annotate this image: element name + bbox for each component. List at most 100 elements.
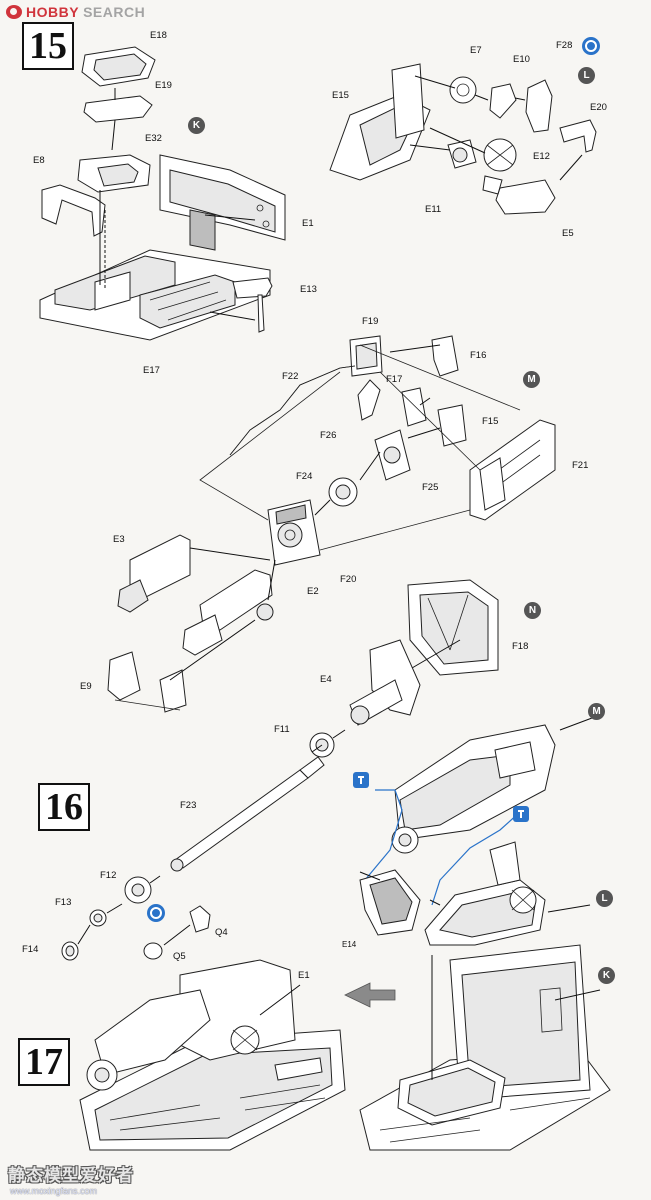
step-number-16: 16 [38, 783, 90, 831]
part-e20 [559, 119, 597, 153]
label-e11: E11 [425, 204, 442, 215]
part-e14 [359, 869, 421, 936]
label-f19: F19 [362, 316, 379, 327]
label-e8: E8 [33, 155, 45, 166]
part-f12 [124, 876, 152, 904]
label-f25: F25 [422, 482, 439, 493]
part-e2 [182, 569, 274, 656]
label-e14: E14 [342, 940, 357, 949]
label-f23: F23 [180, 800, 197, 811]
step-number-15: 15 [22, 22, 74, 70]
label-f14: F14 [22, 944, 39, 955]
part-q5 [143, 942, 163, 960]
part-e18 [81, 46, 156, 87]
part-e3 [117, 534, 191, 613]
part-f16 [431, 335, 459, 377]
paint-badge-icon [353, 772, 369, 788]
label-e12: E12 [533, 151, 550, 162]
part-f15 [437, 404, 467, 447]
marker-k-step17: K [598, 967, 615, 984]
part-f21 [469, 419, 556, 521]
label-e18: E18 [150, 30, 167, 41]
part-f19 [349, 335, 383, 377]
step16-basket [424, 841, 546, 946]
footer-watermark: 静态模型爱好者 www.moxingfans.com [8, 1161, 134, 1196]
step17-completed-hull [79, 959, 346, 1151]
part-e1-floor [39, 154, 286, 341]
label-f18: F18 [512, 641, 529, 652]
label-e19: E19 [155, 80, 172, 91]
label-e17: E17 [143, 365, 160, 376]
label-e4: E4 [320, 674, 332, 685]
part-e5 [482, 175, 556, 215]
part-f17 [401, 387, 427, 427]
label-f16: F16 [470, 350, 487, 361]
label-e3: E3 [113, 534, 125, 545]
marker-l-step16: L [596, 890, 613, 907]
logo-word: SEARCH [83, 4, 146, 20]
part-f14 [61, 941, 79, 961]
part-e4 [349, 639, 421, 726]
label-f17: F17 [386, 374, 403, 385]
part-e19 [83, 95, 153, 123]
hobbysearch-logo-icon [6, 5, 22, 19]
label-e32: E32 [145, 133, 162, 144]
part-e13 [232, 277, 273, 333]
part-e11 [447, 139, 477, 169]
step16-gun-assembly [364, 724, 556, 906]
optional-part-icon [582, 37, 600, 55]
logo-brand: HOBBY [26, 4, 80, 20]
marker-l: L [578, 67, 595, 84]
step-number-17: 17 [18, 1038, 70, 1086]
label-f28: F28 [556, 40, 573, 51]
part-e32 [77, 154, 151, 193]
part-f28 [525, 79, 553, 133]
part-f23 [170, 756, 325, 872]
optional-part-icon-2 [147, 904, 165, 922]
step17-transfer-arrow [344, 982, 396, 1008]
part-f20 [267, 499, 321, 566]
label-q4: Q4 [215, 927, 228, 938]
label-f22: F22 [282, 371, 299, 382]
label-f24: F24 [296, 471, 313, 482]
paint-badge-icon-2 [513, 806, 529, 822]
label-e15: E15 [332, 90, 349, 101]
part-f26 [357, 379, 381, 421]
marker-m-top: M [523, 371, 540, 388]
label-e13: E13 [300, 284, 317, 295]
label-e10: E10 [513, 54, 530, 65]
label-f20: F20 [340, 574, 357, 585]
label-f26: F26 [320, 430, 337, 441]
label-f15: F15 [482, 416, 499, 427]
part-e9 [107, 651, 187, 713]
label-e1-step17: E1 [298, 970, 310, 981]
watermark-cn: 静态模型爱好者 [8, 1166, 134, 1186]
part-q4 [189, 905, 211, 933]
marker-k: K [188, 117, 205, 134]
part-e12 [483, 138, 517, 172]
part-f13 [89, 909, 107, 927]
label-e2: E2 [307, 586, 319, 597]
step17-empty-hull [359, 944, 611, 1151]
marker-m-step16: M [588, 703, 605, 720]
label-f21: F21 [572, 460, 589, 471]
watermark-url: www.moxingfans.com [10, 1186, 98, 1196]
label-q5: Q5 [173, 951, 186, 962]
marker-n: N [524, 602, 541, 619]
hobbysearch-logo: HOBBY SEARCH [6, 4, 145, 20]
part-e8 [41, 184, 106, 237]
label-e20: E20 [590, 102, 607, 113]
part-e7 [449, 76, 477, 104]
label-f13: F13 [55, 897, 72, 908]
label-e7: E7 [470, 45, 482, 56]
part-f25 [374, 429, 411, 481]
part-e10 [489, 83, 517, 119]
label-e1: E1 [302, 218, 314, 229]
part-f24 [328, 477, 358, 507]
label-e9: E9 [80, 681, 92, 692]
label-f12: F12 [100, 870, 117, 881]
part-f22 [229, 365, 356, 456]
part-e15 [329, 63, 431, 181]
